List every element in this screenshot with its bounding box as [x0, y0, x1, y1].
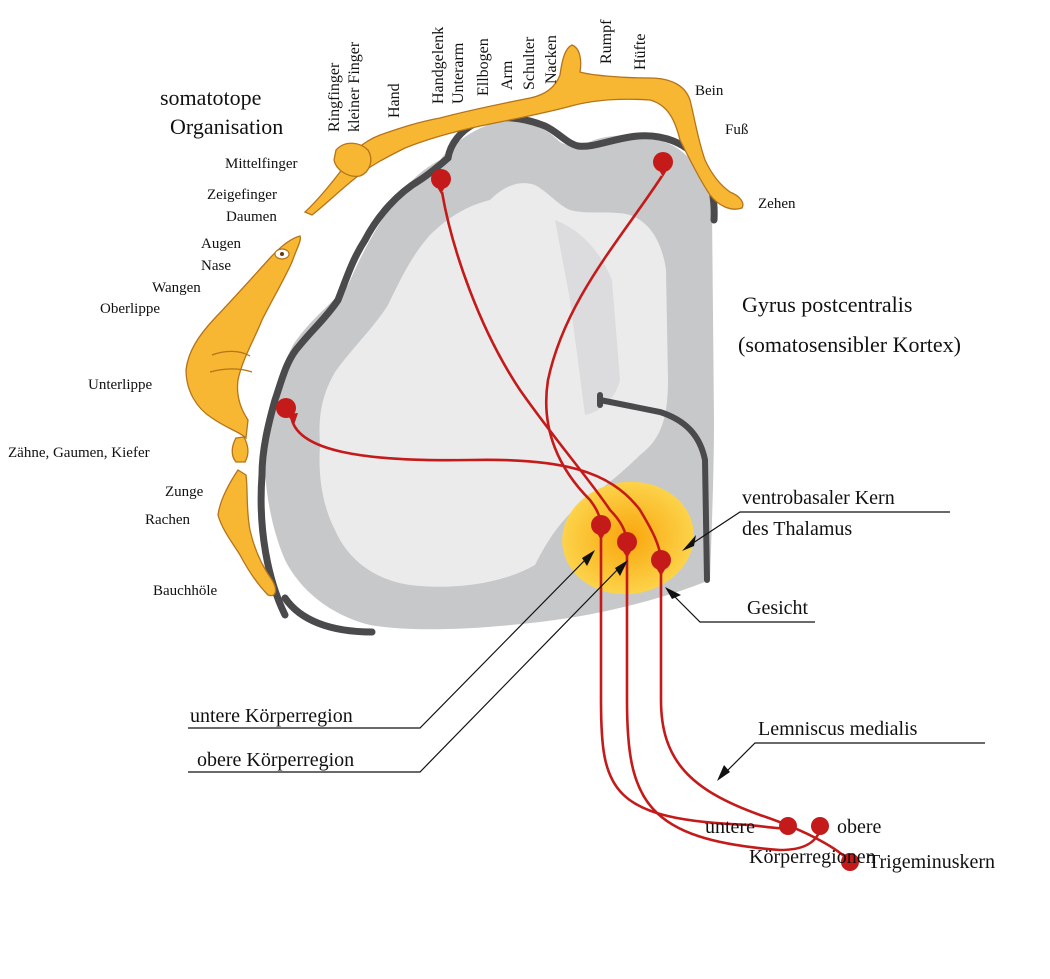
label-zaehne: Zähne, Gaumen, Kiefer — [8, 445, 150, 461]
label-zehen: Zehen — [758, 196, 796, 212]
neuron-obere — [811, 817, 829, 835]
label-vb-1: ventrobasaler Kern — [742, 487, 895, 509]
label-ringfinger: Ringfinger — [326, 62, 343, 132]
label-koerperregionen: Körperregionen — [749, 846, 876, 868]
teeth-jaw-shape — [232, 437, 248, 462]
label-hand: Hand — [386, 83, 403, 118]
label-huefte: Hüfte — [632, 34, 649, 70]
label-trigeminus: Trigeminuskern — [868, 851, 995, 873]
title-line2: Organisation — [170, 114, 283, 139]
label-untere: untere — [705, 816, 755, 838]
label-lemniscus: Lemniscus medialis — [758, 718, 918, 740]
hand-fingers — [334, 143, 371, 176]
label-handgelenk: Handgelenk — [430, 27, 447, 104]
label-kleiner-finger: kleiner Finger — [346, 41, 363, 132]
label-rachen: Rachen — [145, 512, 190, 528]
label-obere: obere — [837, 816, 882, 838]
label-wangen: Wangen — [152, 280, 201, 296]
label-mittelfinger: Mittelfinger — [225, 156, 297, 172]
label-bein: Bein — [695, 83, 724, 99]
label-zunge: Zunge — [165, 484, 204, 500]
label-bauchhoele: Bauchhöle — [153, 583, 217, 599]
label-schulter: Schulter — [521, 36, 538, 90]
label-daumen: Daumen — [226, 209, 277, 225]
label-gesicht: Gesicht — [747, 597, 809, 619]
label-obere-region: obere Körperregion — [197, 749, 354, 771]
label-rumpf: Rumpf — [598, 19, 615, 64]
label-unterlippe: Unterlippe — [88, 377, 152, 393]
label-ellbogen: Ellbogen — [475, 38, 492, 96]
label-oberlippe: Oberlippe — [100, 301, 160, 317]
label-augen: Augen — [201, 236, 241, 252]
label-gyrus-2: (somatosensibler Kortex) — [738, 332, 961, 357]
label-untere-region: untere Körperregion — [190, 705, 353, 727]
label-unterarm: Unterarm — [450, 42, 467, 104]
label-nase: Nase — [201, 258, 231, 274]
label-gyrus-1: Gyrus postcentralis — [742, 292, 912, 317]
label-zeigefinger: Zeigefinger — [207, 187, 277, 203]
leader-lemniscus — [722, 743, 985, 776]
title-line1: somatotope — [160, 85, 261, 110]
label-fuss: Fuß — [725, 122, 748, 138]
neuron-untere — [779, 817, 797, 835]
label-vb-2: des Thalamus — [742, 518, 852, 540]
label-arm: Arm — [499, 60, 516, 90]
label-nacken: Nacken — [543, 35, 560, 84]
